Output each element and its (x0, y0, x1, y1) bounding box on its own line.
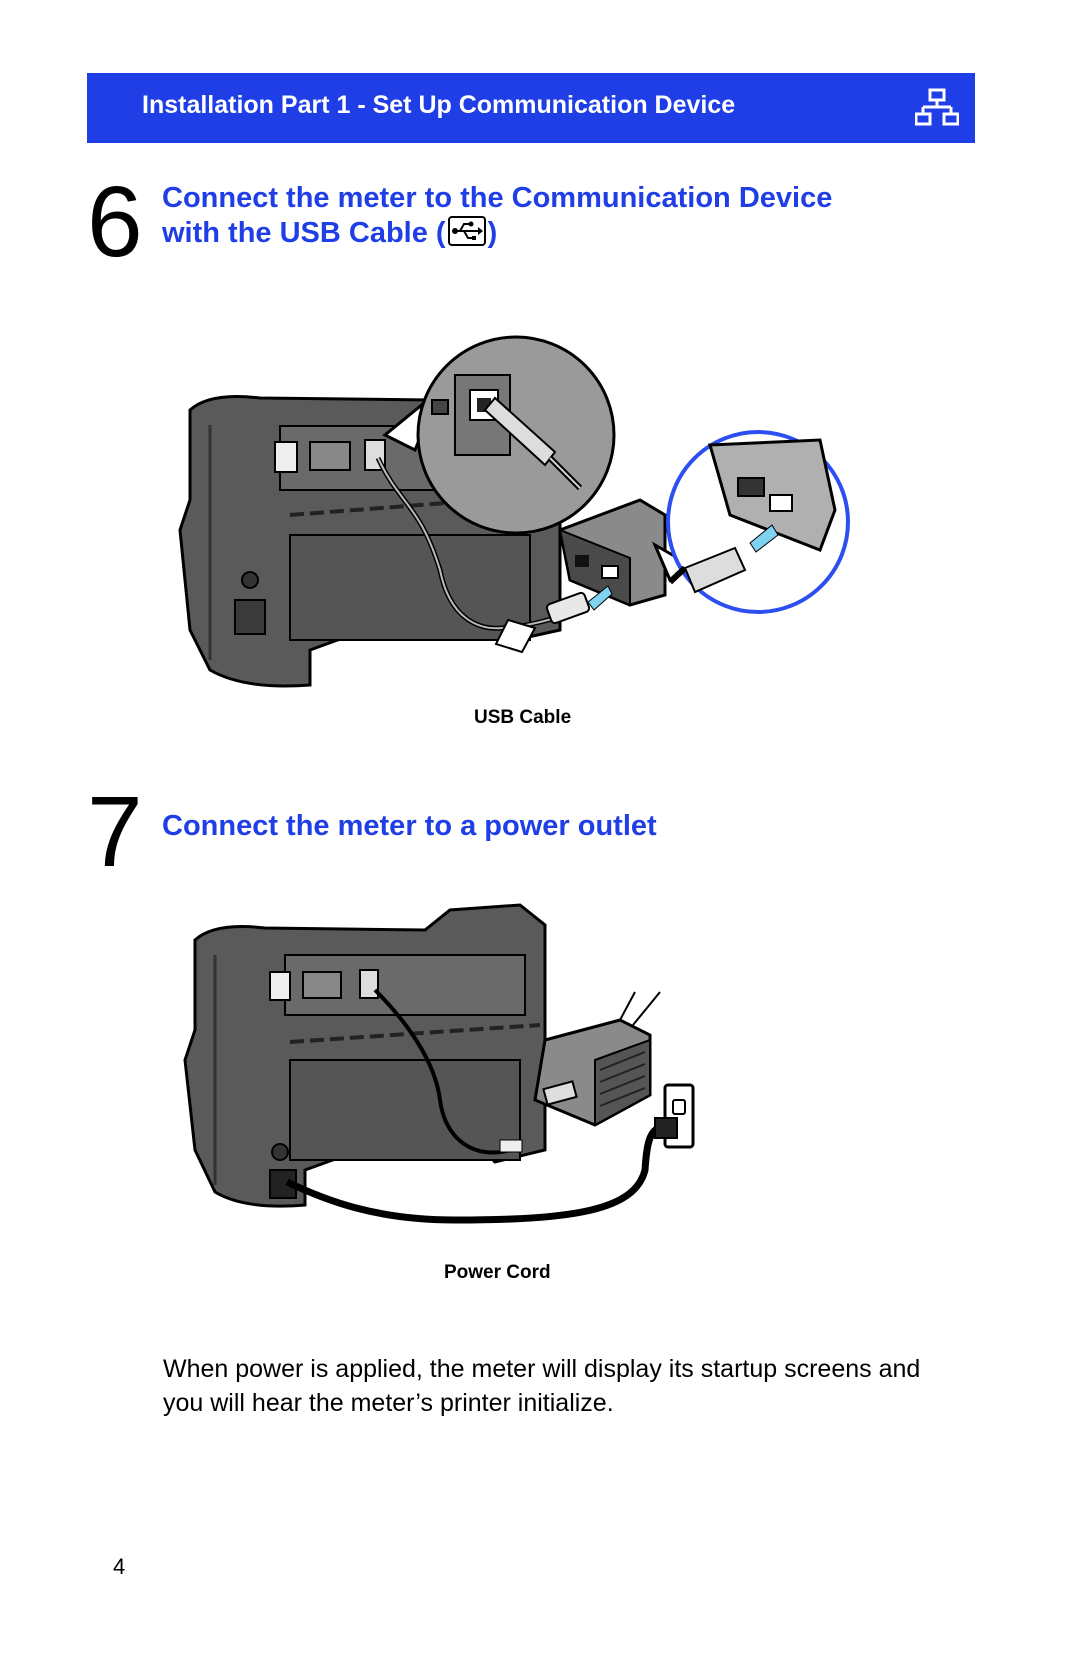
section-banner: Installation Part 1 - Set Up Communicati… (87, 73, 975, 143)
network-icon (915, 88, 959, 126)
wall-outlet (654, 1083, 695, 1149)
step-7-title: Connect the meter to a power outlet (162, 810, 657, 842)
usb-cable-caption: USB Cable (474, 707, 572, 728)
step-6-title-line2: with the USB Cable ( ) (162, 216, 832, 251)
step-number-7: 7 (87, 776, 143, 888)
step-6-title: Connect the meter to the Communication D… (162, 181, 832, 251)
body-paragraph: When power is applied, the meter will di… (163, 1355, 921, 1417)
power-cord-caption: Power Cord (444, 1262, 551, 1283)
usb-connection-illustration (178, 335, 850, 688)
zoom-detail-meter-port (382, 335, 616, 535)
page-number: 4 (113, 1554, 126, 1579)
step-6-title-line2-start: with the USB Cable ( (162, 217, 446, 249)
banner-title: Installation Part 1 - Set Up Communicati… (142, 91, 736, 119)
zoom-detail-device-port (651, 430, 850, 614)
step-6-title-line2-end: ) (487, 217, 498, 249)
communication-device (533, 991, 661, 1127)
power-connection-illustration (183, 903, 695, 1224)
meter-device (183, 903, 547, 1208)
step-number-6: 6 (87, 166, 143, 278)
communication-device (558, 498, 667, 607)
step-6-title-line1: Connect the meter to the Communication D… (162, 182, 833, 214)
usb-icon (447, 216, 486, 246)
